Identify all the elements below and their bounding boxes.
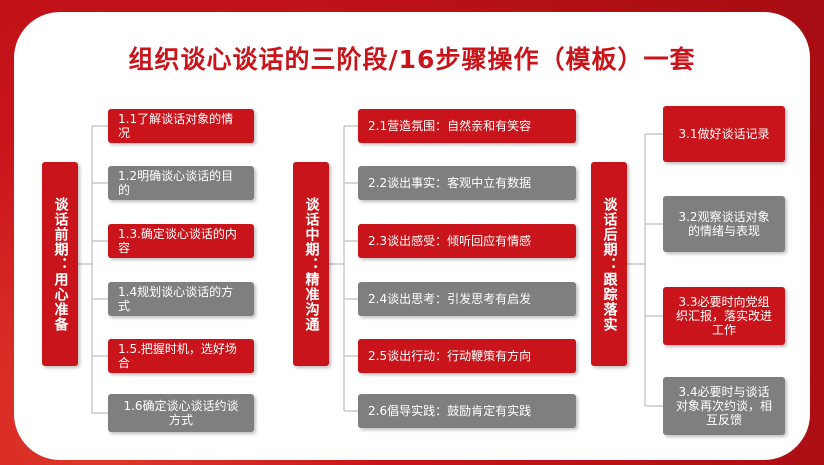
step-2-6: 2.6倡导实践：鼓励肯定有实践 xyxy=(358,394,576,428)
bracket-line xyxy=(78,125,108,414)
bracket-line xyxy=(329,125,358,412)
phase-1-label: 谈话前期：用心准备 xyxy=(42,162,78,366)
step-1-6: 1.6确定谈心谈话约谈方式 xyxy=(108,394,254,432)
step-1-4: 1.4规划谈心谈话的方式 xyxy=(108,282,254,316)
step-3-1: 3.1做好谈话记录 xyxy=(663,106,785,162)
step-1-1: 1.1了解谈话对象的情况 xyxy=(108,109,254,143)
page-title: 组织谈心谈话的三阶段/16步骤操作（模板）一套 xyxy=(128,45,696,74)
step-2-3: 2.3谈出感受：倾听回应有情感 xyxy=(358,224,576,258)
phase-3-label: 谈话后期：跟踪落实 xyxy=(591,162,627,366)
step-1-5: 1.5.把握时机，选好场合 xyxy=(108,339,254,373)
step-2-5: 2.5谈出行动：行动鞭策有方向 xyxy=(358,339,576,373)
step-1-2: 1.2明确谈心谈话的目的 xyxy=(108,166,254,200)
step-2-4: 2.4谈出思考：引发思考有启发 xyxy=(358,282,576,316)
step-2-1: 2.1营造氛围：自然亲和有笑容 xyxy=(358,109,576,143)
phase-2-label: 谈话中期：精准沟通 xyxy=(293,162,329,366)
step-3-4: 3.4必要时与谈话对象再次约谈，相互反馈 xyxy=(663,377,785,435)
step-2-2: 2.2谈出事实：客观中立有数据 xyxy=(358,166,576,200)
step-3-2: 3.2观察谈话对象的情绪与表现 xyxy=(663,196,785,252)
step-1-3: 1.3.确定谈心谈话的内容 xyxy=(108,224,254,258)
step-3-3: 3.3必要时向党组织汇报，落实改进工作 xyxy=(663,287,785,345)
bracket-line xyxy=(627,133,663,407)
